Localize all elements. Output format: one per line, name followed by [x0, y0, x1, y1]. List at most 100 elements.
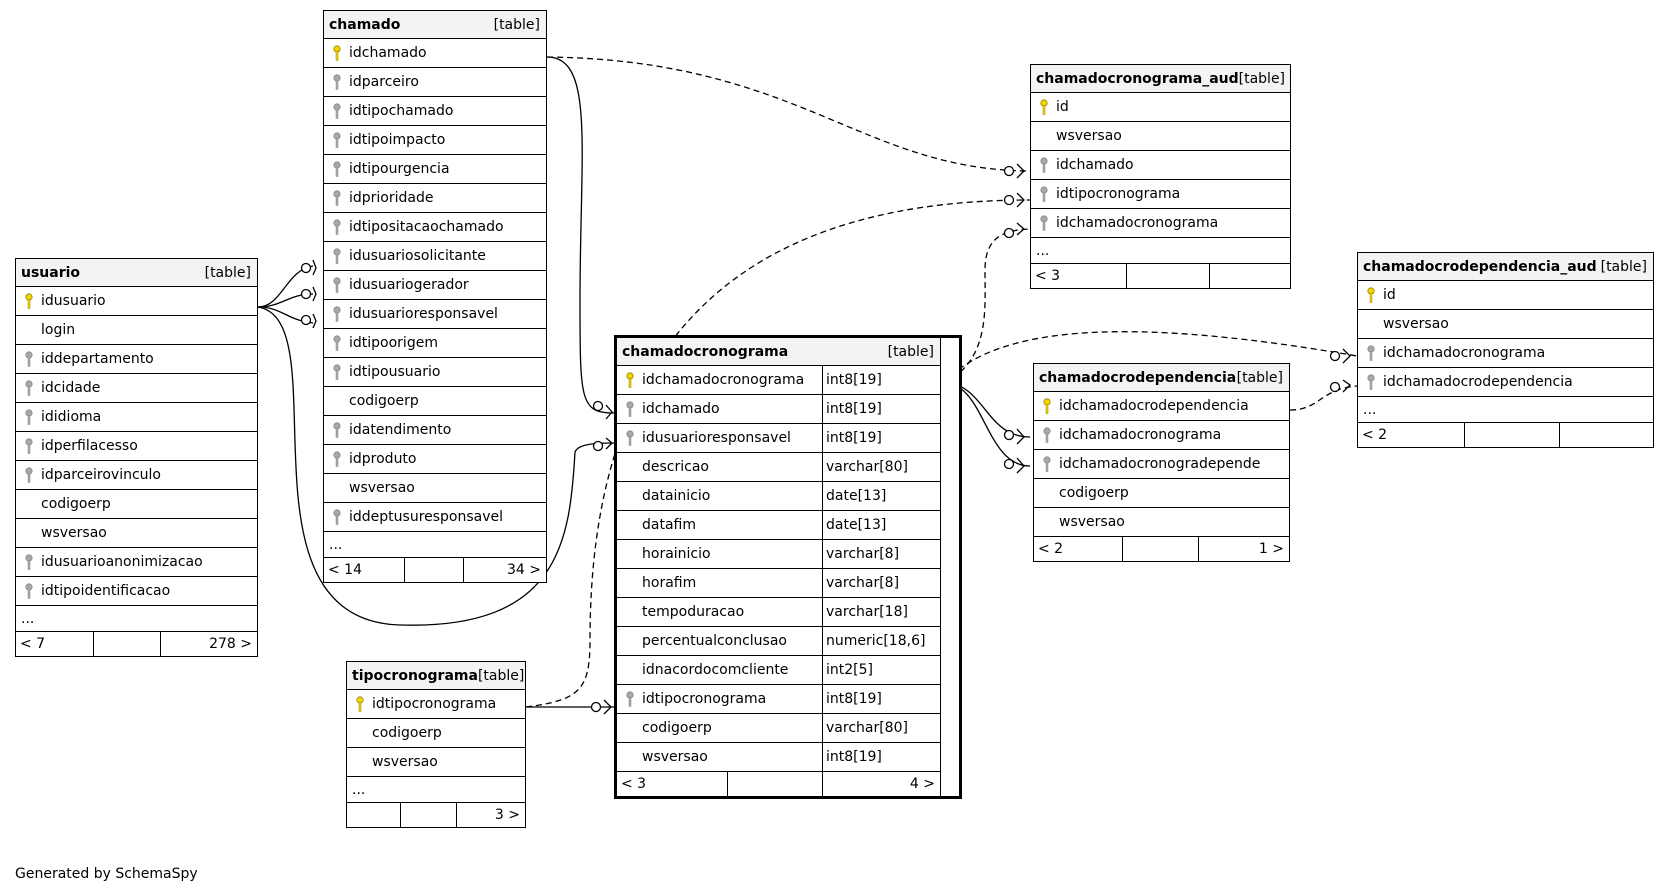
column-row[interactable]: iddepartamento	[16, 345, 257, 374]
column-row[interactable]: idusuarioanonimizacao	[16, 548, 257, 577]
table-header[interactable]: chamadocrodependencia_aud[table]	[1358, 253, 1653, 281]
table-name[interactable]: chamadocronograma_aud	[1036, 70, 1239, 87]
column-row[interactable]: idatendimento	[324, 416, 546, 445]
table-header[interactable]: chamado[table]	[324, 11, 546, 39]
column-row[interactable]: codigoerp	[16, 490, 257, 519]
more-columns[interactable]: ...	[347, 777, 525, 803]
table-header[interactable]: usuario[table]	[16, 259, 257, 287]
parent-count-link[interactable]: < 2	[1358, 423, 1466, 447]
column-row[interactable]: login	[16, 316, 257, 345]
column-row[interactable]: idtipoimpacto	[324, 126, 546, 155]
table-header[interactable]: tipocronograma[table]	[347, 662, 525, 690]
column-row[interactable]: iddeptusuresponsavel	[324, 503, 546, 532]
parent-count-link[interactable]: < 3	[1031, 264, 1128, 288]
table-name[interactable]: chamadocrodependencia	[1039, 369, 1237, 386]
column-row[interactable]: wsversao	[1034, 508, 1289, 537]
column-row[interactable]: idtipocronograma	[1031, 180, 1290, 209]
column-row[interactable]: wsversao	[16, 519, 257, 548]
column-row[interactable]: idtipocronograma	[347, 690, 525, 719]
table-name[interactable]: chamado	[329, 16, 401, 33]
column-row[interactable]: codigoerp	[1034, 479, 1289, 508]
table-name[interactable]: chamadocrodependencia_aud	[1363, 258, 1597, 275]
child-count-link[interactable]	[1560, 423, 1653, 447]
child-count-link[interactable]: 3 >	[494, 807, 520, 823]
column-row[interactable]: idchamado	[1031, 151, 1290, 180]
column-row[interactable]: idtipoidentificacao	[16, 577, 257, 606]
column-cell: idusuariogerador	[324, 271, 546, 299]
column-row[interactable]: idchamadocronograma	[1031, 209, 1290, 238]
parent-count-link[interactable]: < 7	[16, 632, 95, 656]
column-row[interactable]: wsversao	[324, 474, 546, 503]
column-row[interactable]: idchamadocrodependencia	[1034, 392, 1289, 421]
column-row[interactable]: idtipousuario	[324, 358, 546, 387]
child-count-link[interactable]: 278 >	[209, 636, 252, 652]
table-name[interactable]: chamadocronograma	[622, 343, 789, 360]
column-row[interactable]: idtipourgencia	[324, 155, 546, 184]
column-row[interactable]: idusuariogerador	[324, 271, 546, 300]
column-row[interactable]: idparceirovinculo	[16, 461, 257, 490]
table-header[interactable]: chamadocronograma_aud[table]	[1031, 65, 1290, 93]
child-count-link[interactable]	[1210, 264, 1290, 288]
column-row[interactable]: wsversao	[1031, 122, 1290, 151]
table-name[interactable]: tipocronograma	[352, 667, 478, 684]
parent-count-link[interactable]: < 14	[324, 558, 406, 582]
column-row[interactable]: idchamadocronogradepende	[1034, 450, 1289, 479]
more-columns[interactable]: ...	[324, 532, 546, 558]
child-count-link[interactable]: 1 >	[1258, 541, 1284, 557]
child-count-link[interactable]: 4 >	[909, 776, 935, 792]
table-chamadocronograma[interactable]: chamadocronograma[table]idchamadocronogr…	[614, 335, 962, 799]
column-row[interactable]: idtipoorigem	[324, 329, 546, 358]
column-row[interactable]: codigoerp	[347, 719, 525, 748]
parent-count-link[interactable]: < 2	[1034, 537, 1124, 561]
table-header[interactable]: chamadocronograma[table]	[617, 338, 940, 366]
child-count-link[interactable]: 34 >	[507, 562, 541, 578]
column-row[interactable]: wsversao	[1358, 310, 1653, 339]
column-row[interactable]: idtipochamado	[324, 97, 546, 126]
column-row[interactable]: idcidade	[16, 374, 257, 403]
more-columns[interactable]: ...	[1031, 238, 1290, 264]
column-row[interactable]: idperfilacesso	[16, 432, 257, 461]
column-row[interactable]: id	[1031, 93, 1290, 122]
more-columns[interactable]: ...	[1358, 397, 1653, 423]
column-row[interactable]: idchamadocrodependencia	[1358, 368, 1653, 397]
column-row[interactable]: idprioridade	[324, 184, 546, 213]
column-row[interactable]: idchamadocronograma	[1358, 339, 1653, 368]
parent-count-link[interactable]: < 3	[617, 772, 728, 796]
more-columns[interactable]: ...	[16, 606, 257, 632]
column-row[interactable]: idusuario	[16, 287, 257, 316]
column-row[interactable]: idtipositacaochamado	[324, 213, 546, 242]
column-row[interactable]: ididioma	[16, 403, 257, 432]
table-chamadocrodependencia[interactable]: chamadocrodependencia[table]idchamadocro…	[1033, 363, 1290, 562]
column-row[interactable]: wsversao	[347, 748, 525, 777]
column-row[interactable]: idproduto	[324, 445, 546, 474]
column-row[interactable]: idchamado	[324, 39, 546, 68]
column-row[interactable]: codigoerp	[324, 387, 546, 416]
table-header[interactable]: chamadocrodependencia[table]	[1034, 364, 1289, 392]
parent-count-link[interactable]	[347, 803, 402, 827]
column-row[interactable]: idusuarioresponsavel	[324, 300, 546, 329]
table-name[interactable]: usuario	[21, 264, 81, 281]
column-row[interactable]: idchamadocronograma	[1034, 421, 1289, 450]
column-row[interactable]: id	[1358, 281, 1653, 310]
column-row[interactable]: idusuariosolicitante	[324, 242, 546, 271]
column-row[interactable]: idparceiro	[324, 68, 546, 97]
